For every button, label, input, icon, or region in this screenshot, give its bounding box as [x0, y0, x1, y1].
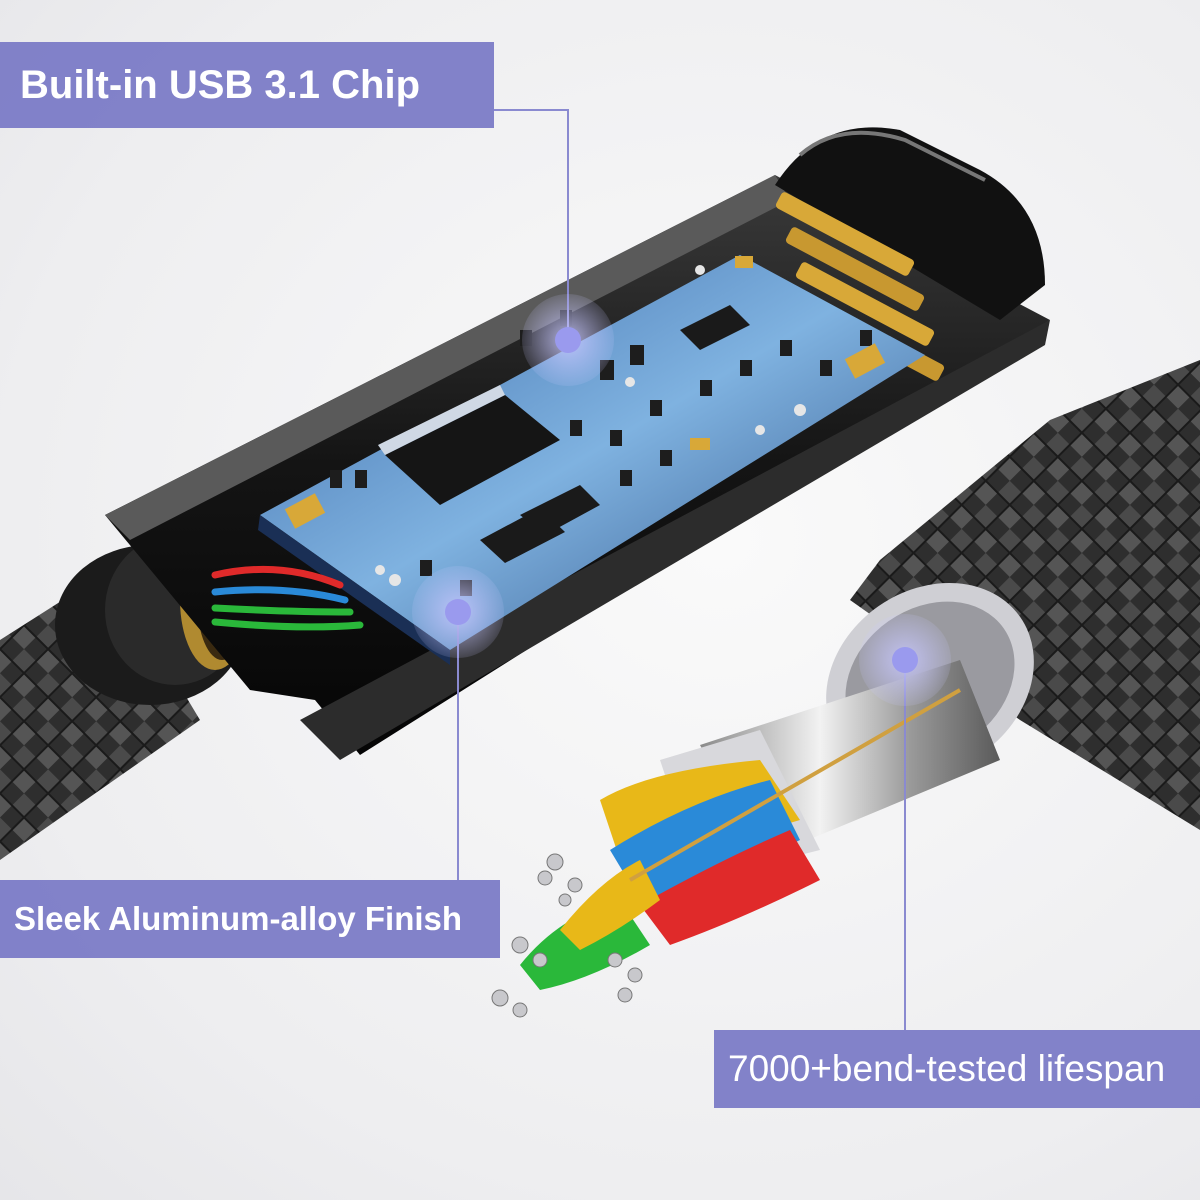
callout-aluminum-finish: Sleek Aluminum-alloy Finish [0, 880, 500, 958]
highlight-markers [412, 294, 951, 706]
internal-wires [211, 565, 364, 631]
usb-chip [385, 395, 560, 505]
pcb-board [258, 255, 925, 665]
callout-bend-lifespan-label: 7000+bend-tested lifespan [728, 1048, 1166, 1089]
callout-bend-lifespan: 7000+bend-tested lifespan [714, 1030, 1200, 1108]
callout-usb-chip: Built-in USB 3.1 Chip [0, 42, 494, 128]
shielded-wire-bundle [491, 660, 1000, 1018]
callout-aluminum-finish-label: Sleek Aluminum-alloy Finish [14, 900, 463, 937]
callout-usb-chip-label: Built-in USB 3.1 Chip [20, 62, 420, 107]
